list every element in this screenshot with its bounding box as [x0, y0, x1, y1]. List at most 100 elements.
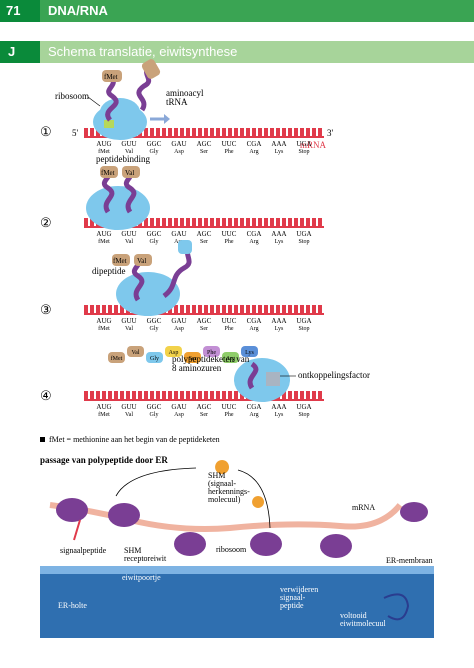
codon-aaa: AAA — [271, 140, 286, 148]
er-membrane — [40, 566, 434, 574]
er-passage-title: passage van polypeptide door ER — [40, 455, 168, 465]
codon-cga: CGA — [247, 140, 262, 148]
amino-acid-ser: Ser — [200, 149, 208, 155]
step-4-number: ④ — [40, 388, 52, 403]
mrna-strand-er — [49, 502, 403, 532]
amino-fmet-label: fMet — [104, 73, 118, 81]
pore-label: eiwitpoortje — [122, 573, 161, 582]
mrna-base-line-2 — [84, 226, 324, 228]
amino-acid-arg: Arg — [249, 149, 258, 155]
shm-molecule — [215, 460, 230, 474]
codon-uga: UGA — [296, 403, 311, 411]
amino-acid-gly: Gly — [150, 412, 159, 418]
bead-label-gly: Gly — [150, 356, 159, 362]
codon-guu: GUU — [121, 230, 136, 238]
amino-acid-stop: Stop — [298, 239, 309, 245]
codon-gau: GAU — [171, 403, 186, 411]
codon-ggc: GGC — [147, 230, 162, 238]
amino-acid-ser: Ser — [200, 326, 208, 332]
amino-acid-val: Val — [125, 326, 133, 332]
amino-acid-gly: Gly — [150, 149, 159, 155]
amino-acid-phe: Phe — [225, 326, 234, 332]
er-passage: passage van polypeptide door ER SHM(sign… — [40, 455, 434, 638]
note-text: fMet = methionine aan het begin van de p… — [49, 435, 220, 444]
codon-gau: GAU — [171, 230, 186, 238]
codon-cga: CGA — [247, 317, 262, 325]
codon-ggc: GGC — [147, 403, 162, 411]
codon-agc: AGC — [197, 403, 212, 411]
amino-acid-arg: Arg — [249, 326, 258, 332]
amino-acid-lys: Lys — [275, 326, 284, 332]
amino-gly-3 — [178, 240, 192, 254]
amino-acid-fmet: fMet — [98, 411, 110, 418]
amino-acid-stop: Stop — [298, 149, 309, 155]
codon-aug: AUG — [96, 140, 111, 148]
codon-row-1: AUGfMetGUUValGGCGlyGAUAspAGCSerUUCPheCGA… — [96, 140, 311, 155]
bead-lys — [241, 346, 258, 357]
release-factor — [266, 372, 280, 386]
ribosome-4 — [234, 358, 290, 402]
codon-cga: CGA — [247, 403, 262, 411]
peptide-bond-label: peptidebinding — [96, 154, 150, 164]
codon-cga: CGA — [247, 230, 262, 238]
finished-protein — [383, 593, 410, 621]
bead-fmet — [108, 352, 125, 363]
amino-acid-gly: Gly — [150, 326, 159, 332]
codon-ggc: GGC — [147, 140, 162, 148]
amino-acid-asp: Asp — [174, 412, 184, 418]
codon-aug: AUG — [96, 317, 111, 325]
ribosome-label: ribosoom — [55, 91, 89, 101]
codon-uuc: UUC — [222, 403, 237, 411]
trna-site — [104, 120, 114, 128]
page-title: DNA/RNA — [40, 0, 474, 22]
amino-acid-phe: Phe — [225, 412, 234, 418]
codon-aug: AUG — [96, 230, 111, 238]
ribosome-2 — [86, 186, 150, 230]
release-factor-label: ontkoppelingsfactor — [298, 370, 370, 380]
codon-gau: GAU — [171, 317, 186, 325]
mrna-strand-4 — [84, 391, 324, 401]
shm-return-arrow — [237, 469, 271, 529]
amino-acid-phe: Phe — [225, 239, 234, 245]
amino-acid-lys: Lys — [275, 412, 284, 418]
amino-acid-gly: Gly — [150, 239, 159, 245]
amino-acid-stop: Stop — [298, 326, 309, 332]
section-subtitle: Schema translatie, eiwitsynthese — [40, 41, 474, 63]
amino-fmet-label-3: fMet — [113, 257, 127, 265]
amino-acid-lys: Lys — [275, 239, 284, 245]
amino-acid-val: Val — [125, 239, 133, 245]
step-2-number: ② — [40, 215, 52, 230]
amino-acid-ser: Ser — [200, 239, 208, 245]
codon-agc: AGC — [197, 140, 212, 148]
dipeptide-label: dipeptide — [92, 266, 126, 276]
mrna-strand-2 — [84, 218, 324, 228]
codon-guu: GUU — [121, 317, 136, 325]
mrna-er-label: mRNA — [352, 503, 375, 512]
step-2: ② fMet Val peptidebinding AUGfMetGUUValG… — [40, 154, 324, 245]
ribosome-3 — [116, 272, 180, 316]
signal-peptide-label: signaalpeptide — [60, 546, 107, 555]
bead-phe — [203, 346, 220, 357]
step-1-number: ① — [40, 124, 52, 139]
amino-acid-val: Val — [125, 149, 133, 155]
amino-acid-arg: Arg — [249, 239, 258, 245]
bead-label-fmet: fMet — [111, 355, 123, 362]
mrna-base-line — [84, 136, 324, 138]
trna-fmet — [105, 76, 119, 122]
codon-aaa: AAA — [271, 403, 286, 411]
bead-val — [127, 346, 144, 357]
bead-gly — [146, 352, 163, 363]
page-number: 71 — [0, 0, 40, 22]
ribosome-er-1 — [56, 498, 88, 522]
shm-label: SHM(signaal-herkennings-molecuul) — [208, 471, 250, 504]
amino-fmet-label-2: fMet — [101, 169, 115, 177]
codon-uga: UGA — [296, 140, 311, 148]
er-cavity-label: ER-holte — [58, 601, 87, 610]
amino-acid-arg: Arg — [249, 412, 258, 418]
codon-uuc: UUC — [222, 317, 237, 325]
codon-guu: GUU — [121, 140, 136, 148]
